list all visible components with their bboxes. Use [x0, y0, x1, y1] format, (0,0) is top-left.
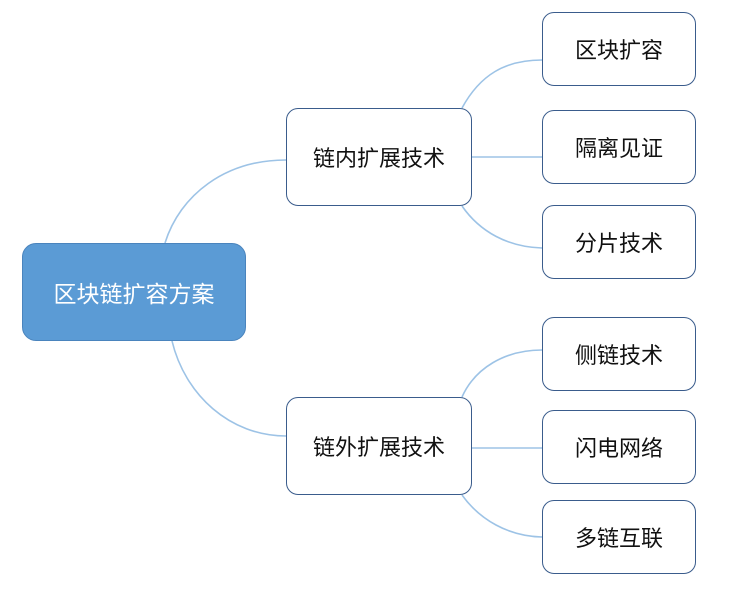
root-node: 区块链扩容方案 [22, 243, 246, 341]
leaf-node-sharding: 分片技术 [542, 205, 696, 279]
leaf-node-multichain-interconnect: 多链互联 [542, 500, 696, 574]
connector-branch-0-leaf-0 [461, 59, 543, 109]
leaf-node-segwit: 隔离见证 [542, 110, 696, 184]
connector-root-branch-0 [164, 159, 287, 244]
connector-branch-0-leaf-2 [461, 205, 543, 249]
connector-branch-1-leaf-0 [461, 349, 543, 398]
connector-root-branch-1 [171, 340, 287, 437]
branch-node-on-chain: 链内扩展技术 [286, 108, 472, 206]
connector-branch-1-leaf-2 [461, 494, 543, 538]
branch-node-off-chain: 链外扩展技术 [286, 397, 472, 495]
leaf-node-sidechain: 侧链技术 [542, 317, 696, 391]
leaf-node-lightning-network: 闪电网络 [542, 410, 696, 484]
leaf-node-block-expansion: 区块扩容 [542, 12, 696, 86]
